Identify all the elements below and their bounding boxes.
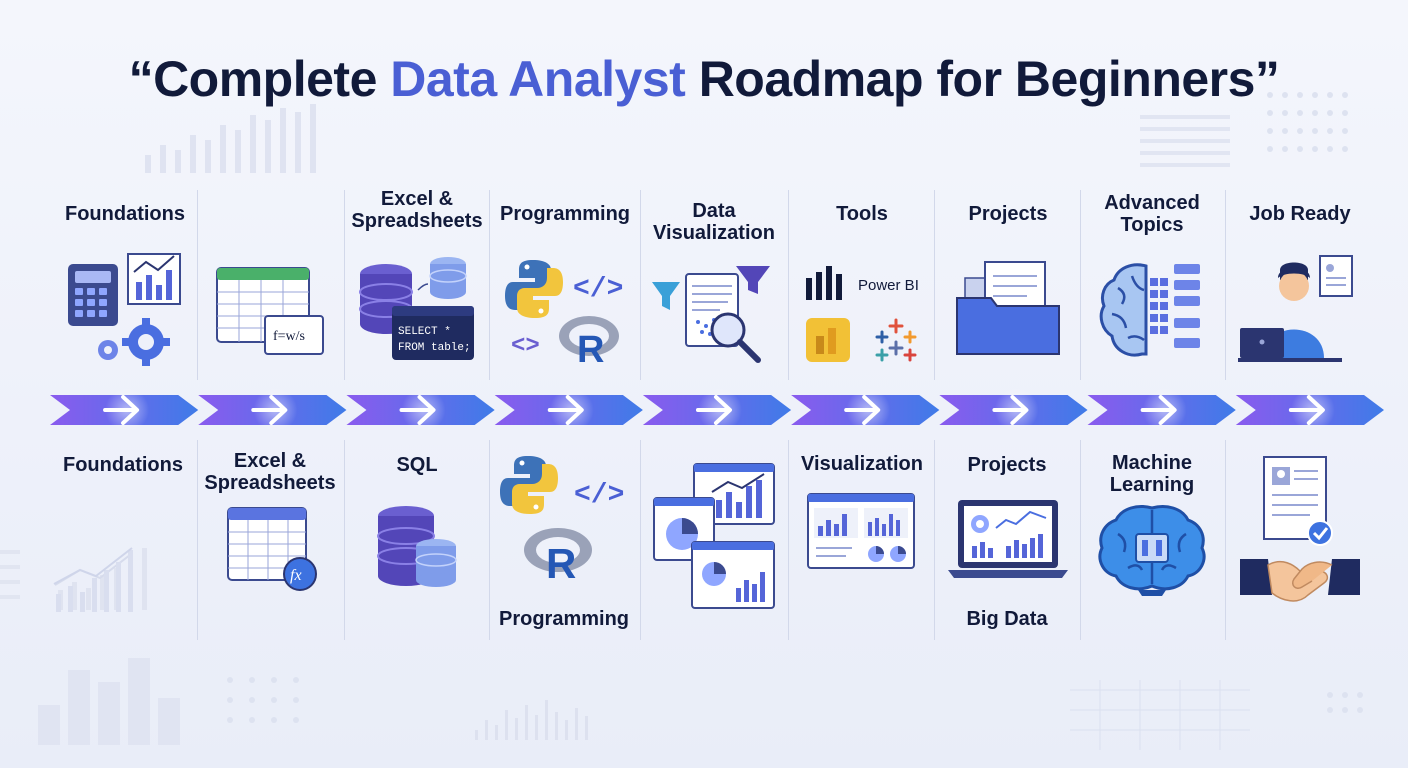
arrow-chevron-icon <box>844 395 881 425</box>
svg-text:</>: </> <box>573 274 623 305</box>
top-label-excel: Excel &Spreadsheets <box>344 188 490 232</box>
roadmap-arrow-band <box>50 388 1384 432</box>
formula-text: f=w/s <box>273 329 305 344</box>
title-suffix: Roadmap for Beginners” <box>685 51 1280 107</box>
svg-text:fx: fx <box>290 567 302 584</box>
dashboards-icon <box>653 463 775 609</box>
top-label-tools: Tools <box>836 203 888 225</box>
bottom-label-visualization: Visualization <box>801 453 923 475</box>
arrow-chevron-icon <box>251 395 288 425</box>
column-divider <box>197 440 198 640</box>
bottom-label-sql: SQL <box>396 454 438 476</box>
label-line: Visualization <box>653 222 775 244</box>
top-label-programming: Programming <box>499 203 631 225</box>
database-icon <box>377 506 457 587</box>
bottom-label-big-data: Big Data <box>966 608 1048 630</box>
label-line: Excel & <box>380 188 454 210</box>
top-label-job-ready: Job Ready <box>1249 203 1351 225</box>
arrow-chevron-icon <box>547 395 584 425</box>
label-line: Spreadsheets <box>351 210 483 232</box>
resume-handshake-icon <box>1240 456 1360 602</box>
label-line: Topics <box>1120 214 1184 236</box>
label-line: Data <box>692 200 736 222</box>
folder-documents-icon <box>956 261 1060 355</box>
arrow-chevron-icon <box>992 395 1029 425</box>
page-title: “Complete Data Analyst Roadmap for Begin… <box>0 50 1408 108</box>
column-divider <box>1225 190 1226 380</box>
sql-line-1: SELECT * <box>398 326 451 338</box>
column-divider <box>489 440 490 640</box>
bottom-label-excel: Excel &Spreadsheets <box>196 450 344 494</box>
column-divider <box>344 190 345 380</box>
label-line: Learning <box>1109 474 1195 496</box>
sql-line-2: FROM table; <box>398 342 471 354</box>
python-r-icon: </> R <box>500 456 624 584</box>
calculator-chart-gear-icon <box>68 253 181 366</box>
column-divider <box>1080 190 1081 380</box>
svg-text:R: R <box>546 540 576 584</box>
label-line: Spreadsheets <box>204 472 336 494</box>
bottom-label-foundations: Foundations <box>63 454 183 476</box>
dashboard-charts-icon <box>807 493 915 569</box>
column-divider <box>344 440 345 640</box>
top-label-projects: Projects <box>968 203 1048 225</box>
powerbi-tableau-icon: Power BI <box>806 266 919 362</box>
svg-text:R: R <box>577 329 604 366</box>
database-sql-icon: SELECT * FROM table; <box>359 257 474 360</box>
background-big-bars-icon <box>38 658 299 745</box>
label-line: Machine <box>1111 452 1193 474</box>
column-divider <box>934 440 935 640</box>
background-grid-icon <box>1070 680 1363 750</box>
arrow-chevron-icon <box>1288 395 1325 425</box>
background-trend-icon <box>0 548 147 610</box>
background-dots-icon <box>475 700 588 740</box>
brain-network-icon <box>1099 263 1200 357</box>
spreadsheet-formula-icon: f=w/s <box>216 267 324 355</box>
arrow-chevron-icon <box>399 395 436 425</box>
bottom-label-projects: Projects <box>967 454 1047 476</box>
column-divider <box>1225 440 1226 640</box>
brain-chip-icon <box>1098 505 1206 596</box>
label-line: Excel & <box>233 450 307 472</box>
title-prefix: “Complete <box>128 51 391 107</box>
svg-text:</>: </> <box>574 480 624 511</box>
title-accent: Data Analyst <box>390 51 686 107</box>
column-divider <box>640 190 641 380</box>
top-label-foundations: Foundations <box>65 203 185 225</box>
column-divider <box>640 440 641 640</box>
power-bi-text: Power BI <box>858 277 919 294</box>
column-divider <box>934 190 935 380</box>
column-divider <box>1080 440 1081 640</box>
column-divider <box>788 190 789 380</box>
bottom-label-programming: Programming <box>498 608 630 630</box>
person-laptop-icon <box>1238 255 1353 362</box>
funnel-report-magnifier-icon <box>652 266 770 363</box>
column-divider <box>788 440 789 640</box>
background-bar-chart-icon <box>145 104 316 173</box>
python-r-code-icon: </> <> R <box>505 260 623 366</box>
column-divider <box>197 190 198 380</box>
laptop-dashboard-icon <box>948 500 1068 578</box>
label-line: Advanced <box>1104 192 1200 214</box>
column-divider <box>489 190 490 380</box>
arrow-chevron-icon <box>695 395 732 425</box>
arrow-chevron-icon <box>103 395 140 425</box>
spreadsheet-fx-icon: fx <box>227 507 317 591</box>
arrow-chevron-icon <box>1140 395 1177 425</box>
svg-text:<>: <> <box>511 333 540 360</box>
small-line-chart-icon <box>53 547 133 612</box>
